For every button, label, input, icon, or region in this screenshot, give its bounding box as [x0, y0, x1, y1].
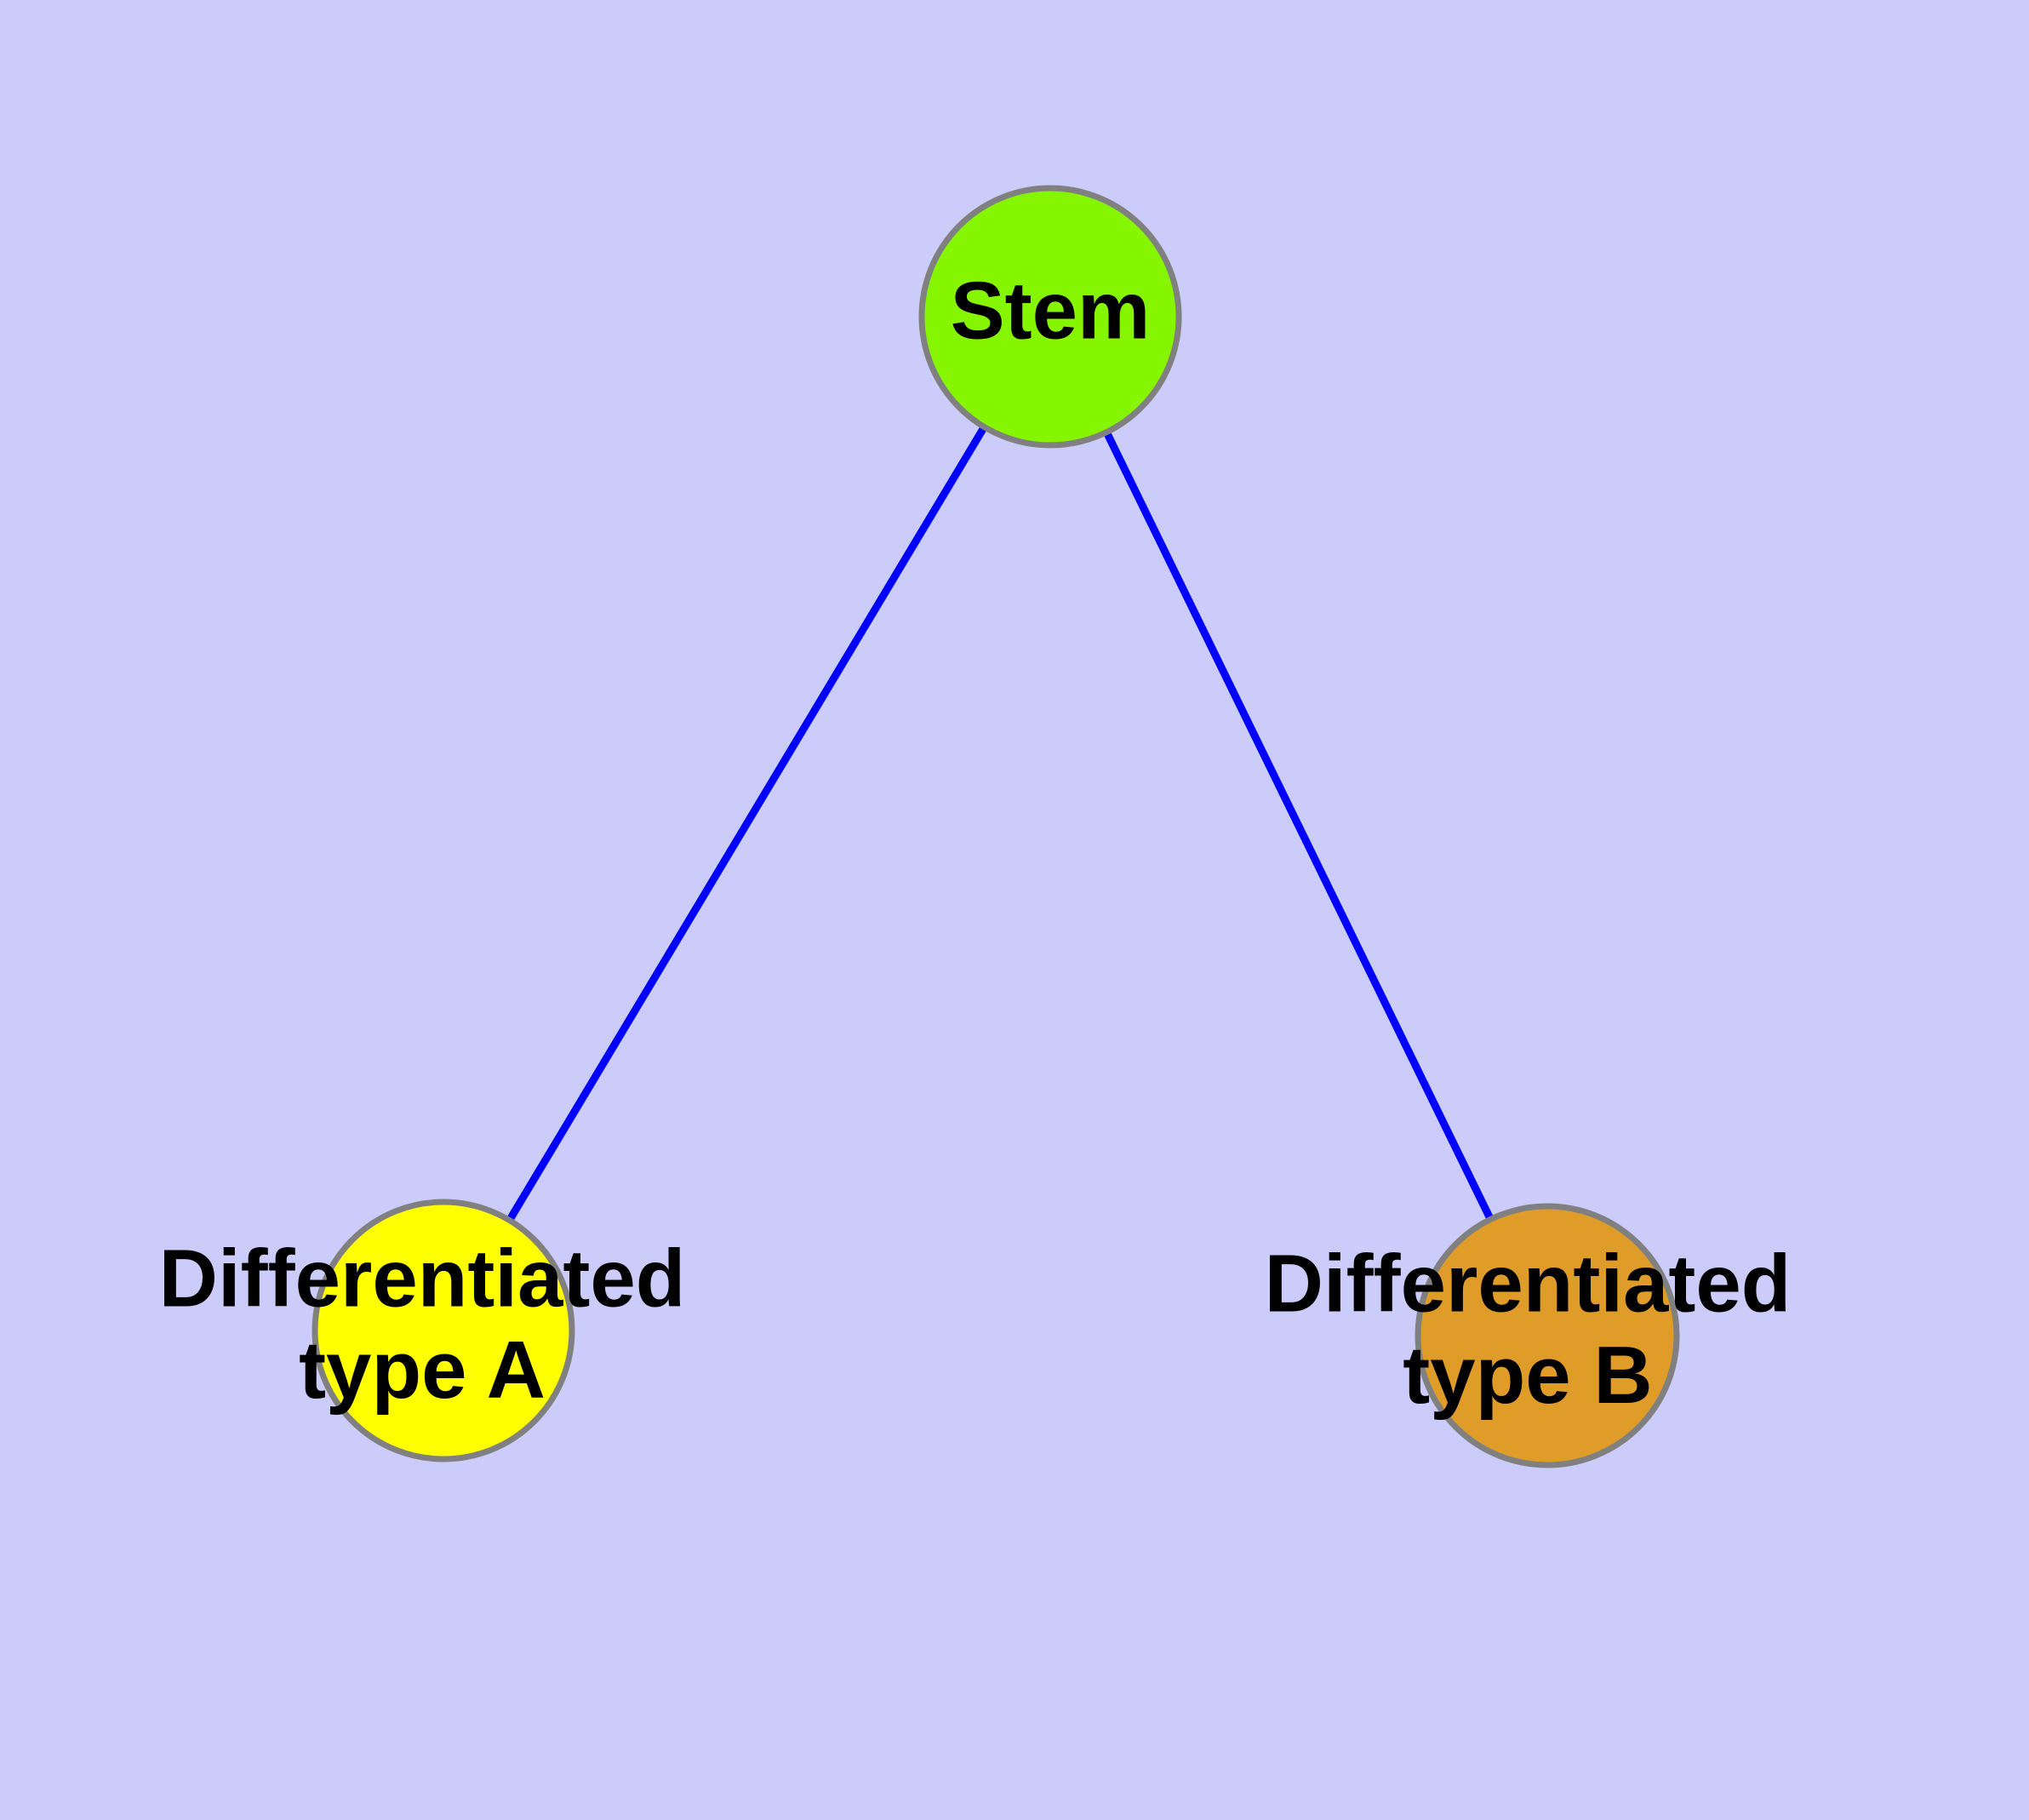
node-stem[interactable] — [918, 185, 1182, 449]
node-label-line-2: type A — [299, 1325, 546, 1416]
node-label-line-1: Differentiated — [1265, 1239, 1792, 1330]
node-differentiated-type-a[interactable] — [311, 1199, 575, 1462]
node-label-line-2: type B — [1403, 1330, 1652, 1421]
node-label-stem: Stem — [951, 265, 1151, 356]
edge-stem-to-type-b[interactable] — [1101, 427, 1496, 1224]
node-differentiated-type-b[interactable] — [1415, 1203, 1680, 1468]
nodes-layer — [311, 185, 1680, 1468]
node-label-line-1: Stem — [951, 265, 1151, 356]
edge-stem-to-type-a[interactable] — [504, 421, 990, 1226]
edges-layer — [504, 421, 1496, 1226]
node-label-line-1: Differentiated — [159, 1233, 686, 1325]
